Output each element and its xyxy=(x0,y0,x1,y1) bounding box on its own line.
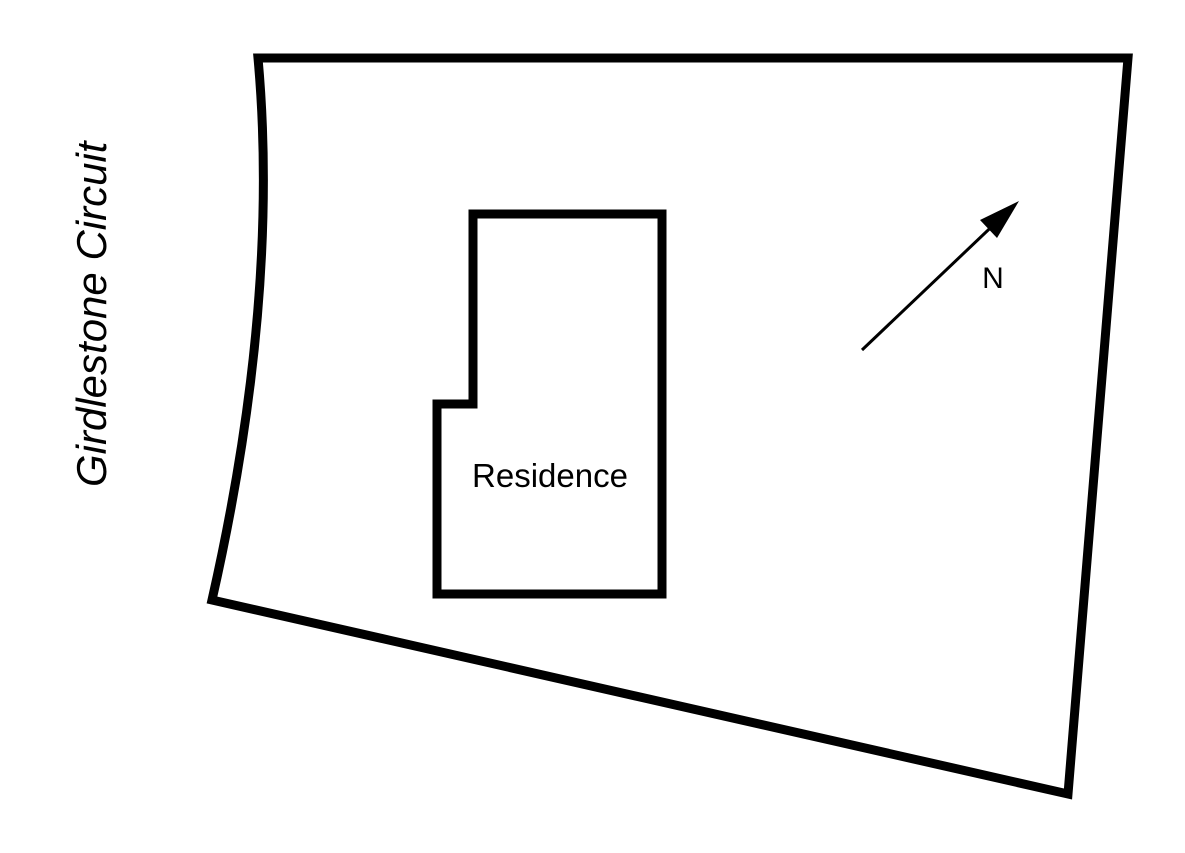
street-label: Girdlestone Circuit xyxy=(68,139,115,487)
north-arrow-shaft xyxy=(860,212,1007,352)
north-arrow xyxy=(860,201,1019,352)
property-boundary xyxy=(206,53,1133,800)
north-label: N xyxy=(982,262,1004,295)
residence-label: Residence xyxy=(472,457,628,494)
north-arrow-head xyxy=(980,201,1019,238)
residence-footprint xyxy=(432,209,667,599)
